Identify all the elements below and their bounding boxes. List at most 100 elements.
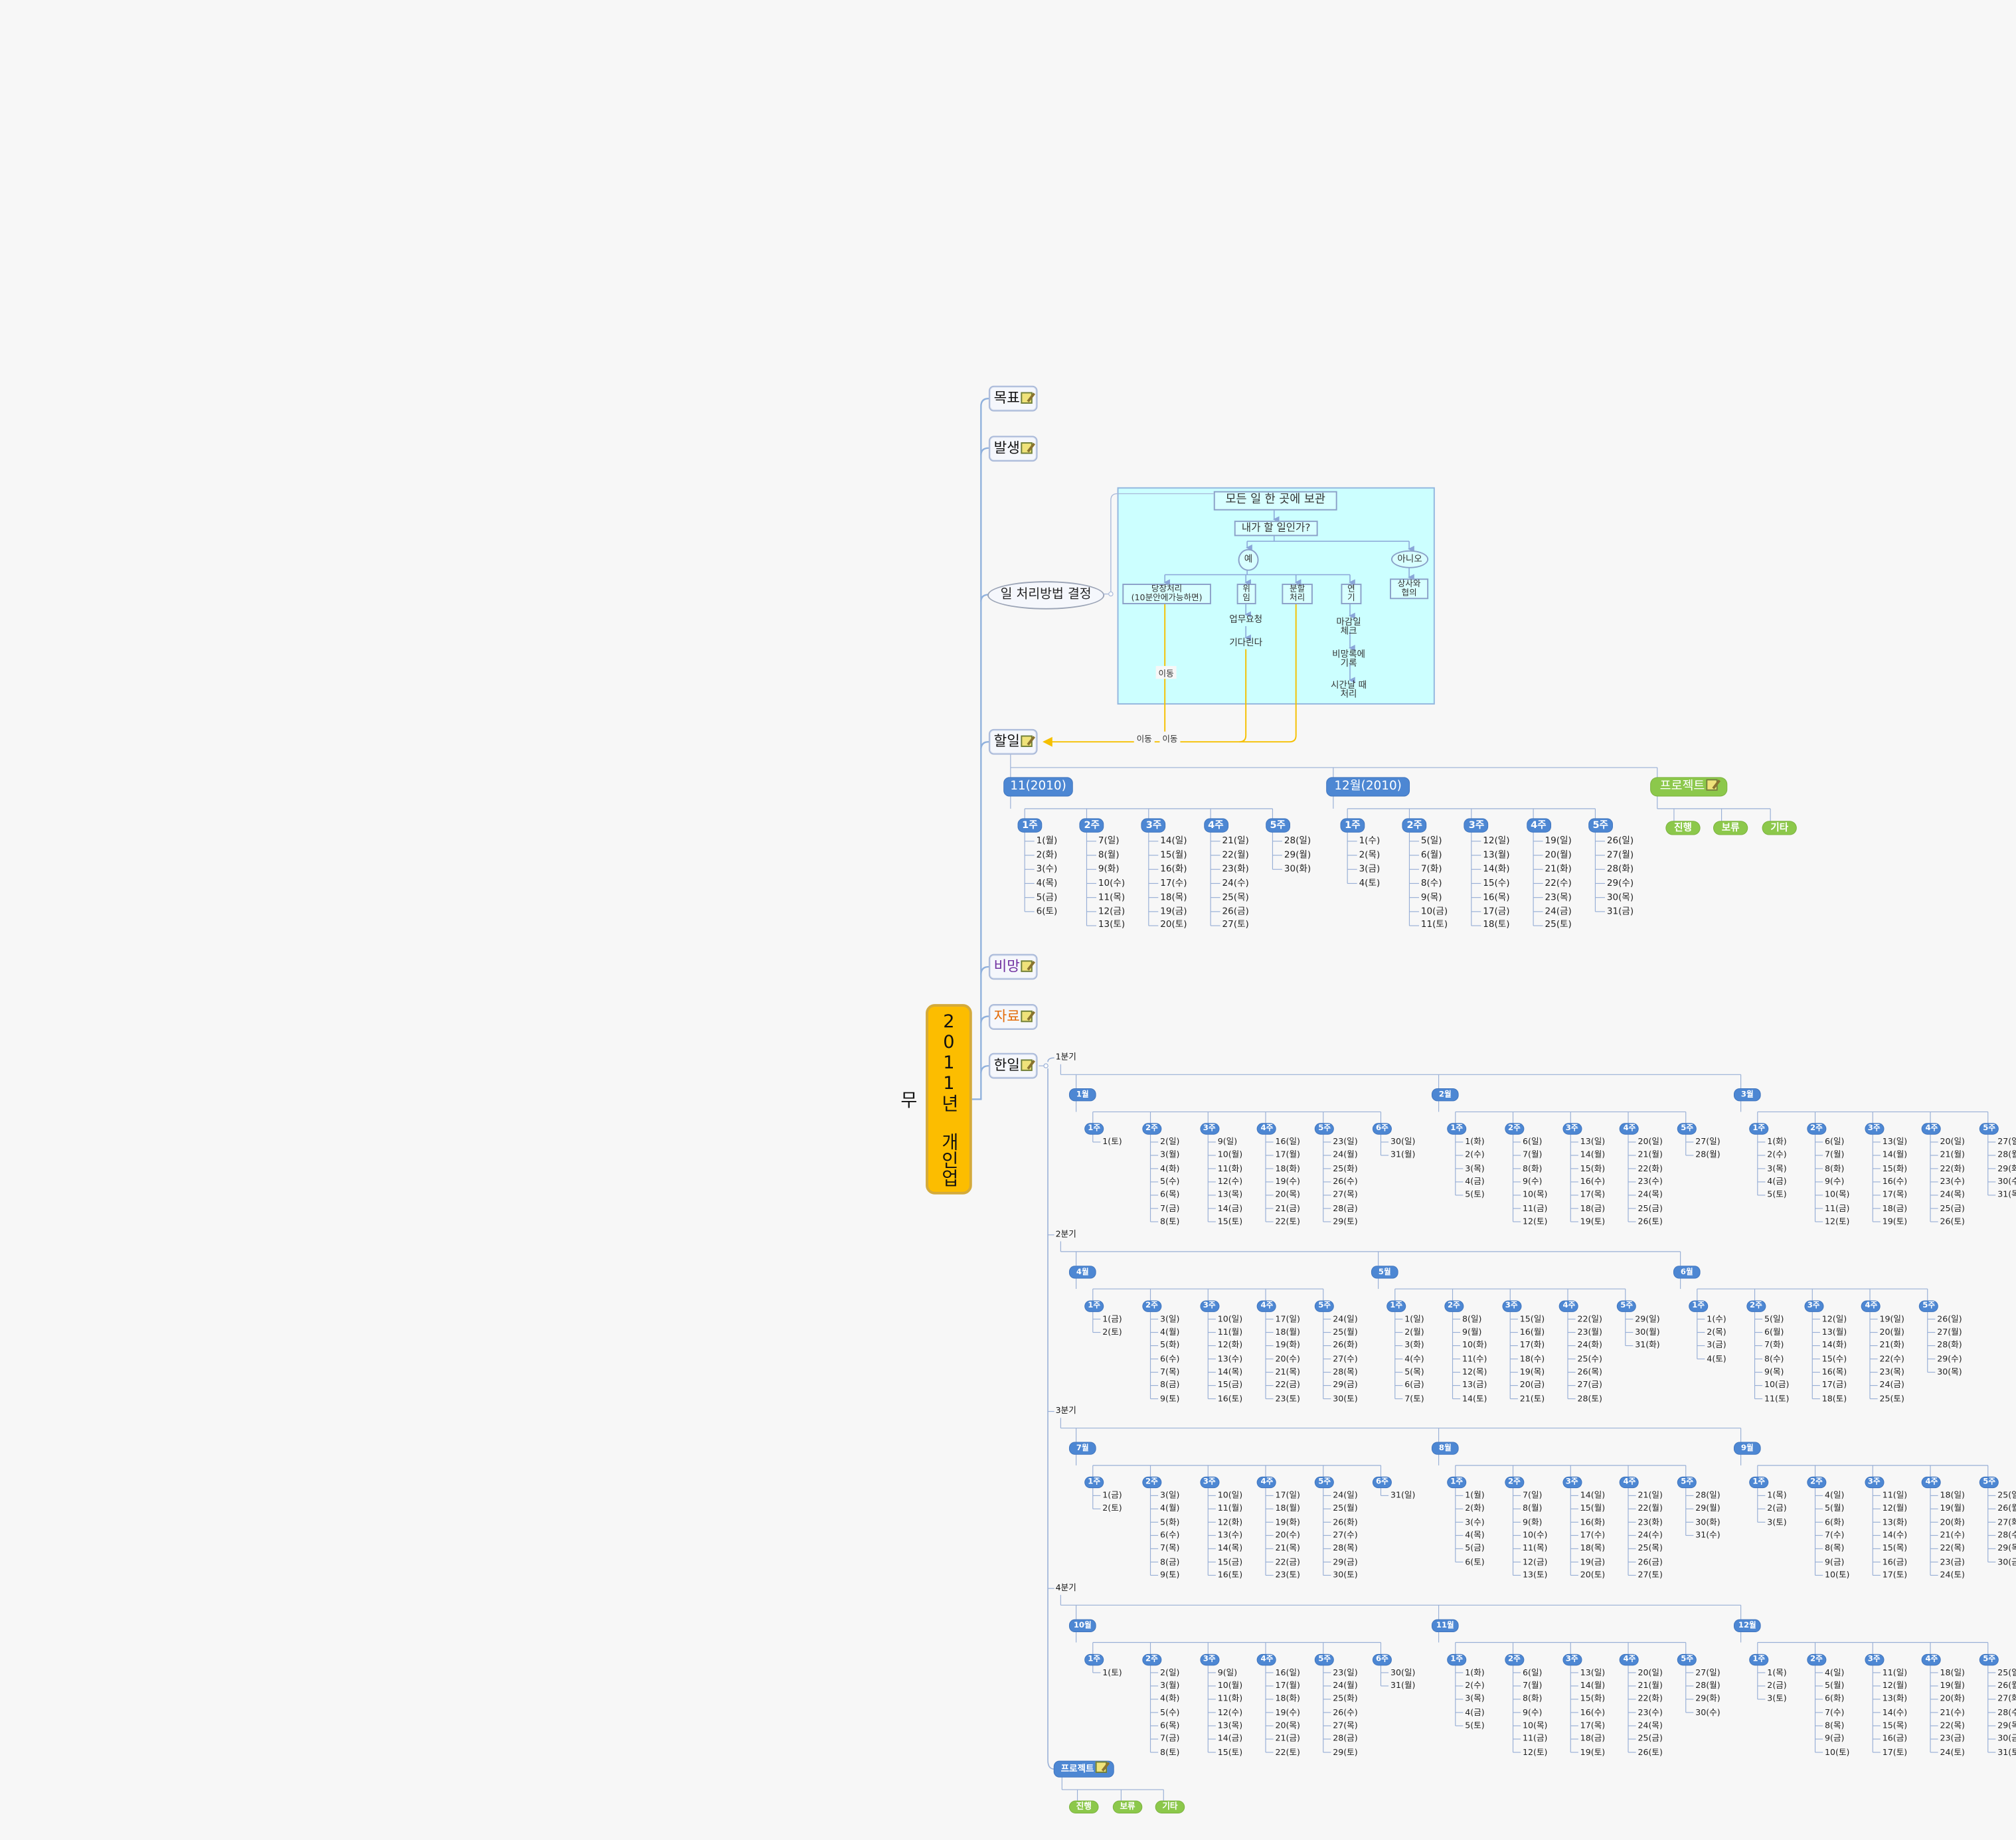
day-item[interactable]: 18(토) <box>1821 1393 1847 1404</box>
branch-done[interactable]: 한일 <box>988 1052 1038 1079</box>
day-item[interactable]: 20(일) <box>1940 1136 1965 1147</box>
week-pill[interactable]: 4주 <box>1258 1300 1276 1311</box>
day-item[interactable]: 27(월) <box>1937 1327 1962 1337</box>
day-item[interactable]: 8(수) <box>1420 877 1442 888</box>
day-item[interactable]: 25(화) <box>1333 1693 1358 1705</box>
week-pill[interactable]: 1주 <box>1750 1477 1768 1487</box>
day-item[interactable]: 22(수) <box>1879 1353 1904 1364</box>
day-item[interactable]: 18(토) <box>1483 920 1510 930</box>
day-item[interactable]: 16(목) <box>1821 1367 1847 1377</box>
day-item[interactable]: 6(일) <box>1523 1667 1543 1678</box>
week-pill[interactable]: 5주 <box>1920 1300 1938 1311</box>
day-item[interactable]: 11(토) <box>1420 920 1448 930</box>
day-item[interactable]: 27(화) <box>1997 1517 2016 1527</box>
day-item[interactable]: 5(일) <box>1420 835 1442 846</box>
day-item[interactable]: 27(수) <box>1333 1530 1358 1541</box>
week-pill[interactable]: 1주 <box>1085 1653 1104 1665</box>
week-pill[interactable]: 1주 <box>1018 819 1042 832</box>
week-pill[interactable]: 2주 <box>1746 1300 1766 1311</box>
day-item[interactable]: 25(화) <box>1333 1163 1358 1174</box>
day-item[interactable]: 20(토) <box>1580 1570 1606 1580</box>
day-item[interactable]: 17(수) <box>1580 1530 1606 1541</box>
day-item[interactable]: 13(화) <box>1882 1693 1908 1705</box>
day-item[interactable]: 14(목) <box>1217 1367 1243 1377</box>
day-item[interactable]: 12(금) <box>1523 1556 1548 1567</box>
day-item[interactable]: 3(화) <box>1404 1340 1424 1351</box>
day-item[interactable]: 4(화) <box>1160 1163 1180 1174</box>
week-pill[interactable]: 5주 <box>1588 819 1612 832</box>
day-item[interactable]: 14(월) <box>1580 1680 1606 1691</box>
day-item[interactable]: 17(금) <box>1821 1380 1847 1390</box>
week-pill[interactable]: 2주 <box>1444 1300 1464 1311</box>
branch-data[interactable]: 자료 <box>988 1004 1038 1030</box>
week-pill[interactable]: 5주 <box>1315 1477 1334 1487</box>
day-item[interactable]: 8(화) <box>1825 1163 1845 1174</box>
day-item[interactable]: 22(일) <box>1577 1313 1602 1324</box>
day-item[interactable]: 11(금) <box>1523 1203 1548 1214</box>
day-item[interactable]: 2(월) <box>1404 1327 1424 1337</box>
week-pill[interactable]: 2주 <box>1142 1653 1161 1665</box>
day-item[interactable]: 16(수) <box>1580 1176 1606 1187</box>
day-item[interactable]: 4(토) <box>1359 877 1381 888</box>
day-item[interactable]: 25(수) <box>1577 1353 1602 1364</box>
day-item[interactable]: 14(목) <box>1217 1543 1243 1554</box>
day-item[interactable]: 12(일) <box>1483 835 1510 846</box>
flow-when-free[interactable]: 시간날 때 처리 <box>1330 680 1367 700</box>
day-item[interactable]: 27(일) <box>1997 1136 2016 1147</box>
day-item[interactable]: 3(토) <box>1767 1517 1787 1527</box>
week-pill[interactable]: 5주 <box>1980 1477 1999 1487</box>
day-item[interactable]: 20(일) <box>1638 1667 1663 1678</box>
quarter-label[interactable]: 3분기 <box>1055 1405 1076 1416</box>
day-item[interactable]: 11(일) <box>1882 1667 1908 1678</box>
day-item[interactable]: 18(목) <box>1580 1543 1606 1554</box>
day-item[interactable]: 15(금) <box>1217 1380 1243 1390</box>
day-item[interactable]: 10(월) <box>1217 1680 1243 1691</box>
week-pill[interactable]: 1주 <box>1085 1477 1104 1487</box>
day-item[interactable]: 17(일) <box>1275 1313 1300 1324</box>
day-item[interactable]: 9(월) <box>1462 1327 1482 1337</box>
day-item[interactable]: 24(토) <box>1940 1570 1965 1580</box>
day-item[interactable]: 14(화) <box>1821 1340 1847 1351</box>
day-item[interactable]: 8(목) <box>1825 1543 1845 1554</box>
day-item[interactable]: 30(목) <box>1937 1367 1962 1377</box>
day-item[interactable]: 21(금) <box>1275 1733 1300 1744</box>
day-item[interactable]: 10(일) <box>1217 1490 1243 1501</box>
day-item[interactable]: 5(토) <box>1767 1189 1787 1201</box>
day-item[interactable]: 16(월) <box>1519 1327 1545 1337</box>
day-item[interactable]: 28(토) <box>1577 1393 1602 1404</box>
day-item[interactable]: 21(목) <box>1275 1367 1300 1377</box>
day-item[interactable]: 3(수) <box>1036 863 1058 874</box>
day-item[interactable]: 25(금) <box>1638 1203 1663 1214</box>
day-item[interactable]: 7(목) <box>1160 1543 1180 1554</box>
day-item[interactable]: 9(수) <box>1523 1707 1543 1718</box>
day-item[interactable]: 24(월) <box>1333 1149 1358 1161</box>
day-item[interactable]: 7(목) <box>1160 1367 1180 1377</box>
day-item[interactable]: 26(금) <box>1638 1556 1663 1567</box>
day-item[interactable]: 1(월) <box>1465 1490 1485 1501</box>
month-pill[interactable]: 2월 <box>1432 1088 1458 1100</box>
day-item[interactable]: 5(토) <box>1465 1720 1485 1731</box>
project-child-2[interactable]: 보류 <box>1113 1801 1142 1813</box>
day-item[interactable]: 16(일) <box>1275 1136 1300 1147</box>
day-item[interactable]: 23(금) <box>1940 1733 1965 1744</box>
day-item[interactable]: 23(토) <box>1275 1570 1300 1580</box>
day-item[interactable]: 8(화) <box>1523 1163 1543 1174</box>
day-item[interactable]: 27(토) <box>1222 920 1249 930</box>
day-item[interactable]: 26(화) <box>1333 1517 1358 1527</box>
day-item[interactable]: 29(금) <box>1333 1380 1358 1390</box>
day-item[interactable]: 1(월) <box>1036 835 1058 846</box>
week-pill[interactable]: 5주 <box>1678 1477 1697 1487</box>
day-item[interactable]: 21(화) <box>1879 1340 1904 1351</box>
day-item[interactable]: 18(화) <box>1275 1693 1300 1705</box>
day-item[interactable]: 13(목) <box>1217 1189 1243 1201</box>
day-item[interactable]: 2(수) <box>1767 1149 1787 1161</box>
day-item[interactable]: 15(토) <box>1217 1216 1243 1227</box>
day-item[interactable]: 6(토) <box>1036 906 1058 916</box>
day-item[interactable]: 23(수) <box>1638 1707 1663 1718</box>
day-item[interactable]: 9(목) <box>1764 1367 1784 1377</box>
day-item[interactable]: 6(일) <box>1825 1136 1845 1147</box>
week-pill[interactable]: 4주 <box>1922 1123 1941 1134</box>
week-pill[interactable]: 4주 <box>1922 1477 1941 1487</box>
week-pill[interactable]: 2주 <box>1505 1477 1524 1487</box>
day-item[interactable]: 24(일) <box>1333 1313 1358 1324</box>
